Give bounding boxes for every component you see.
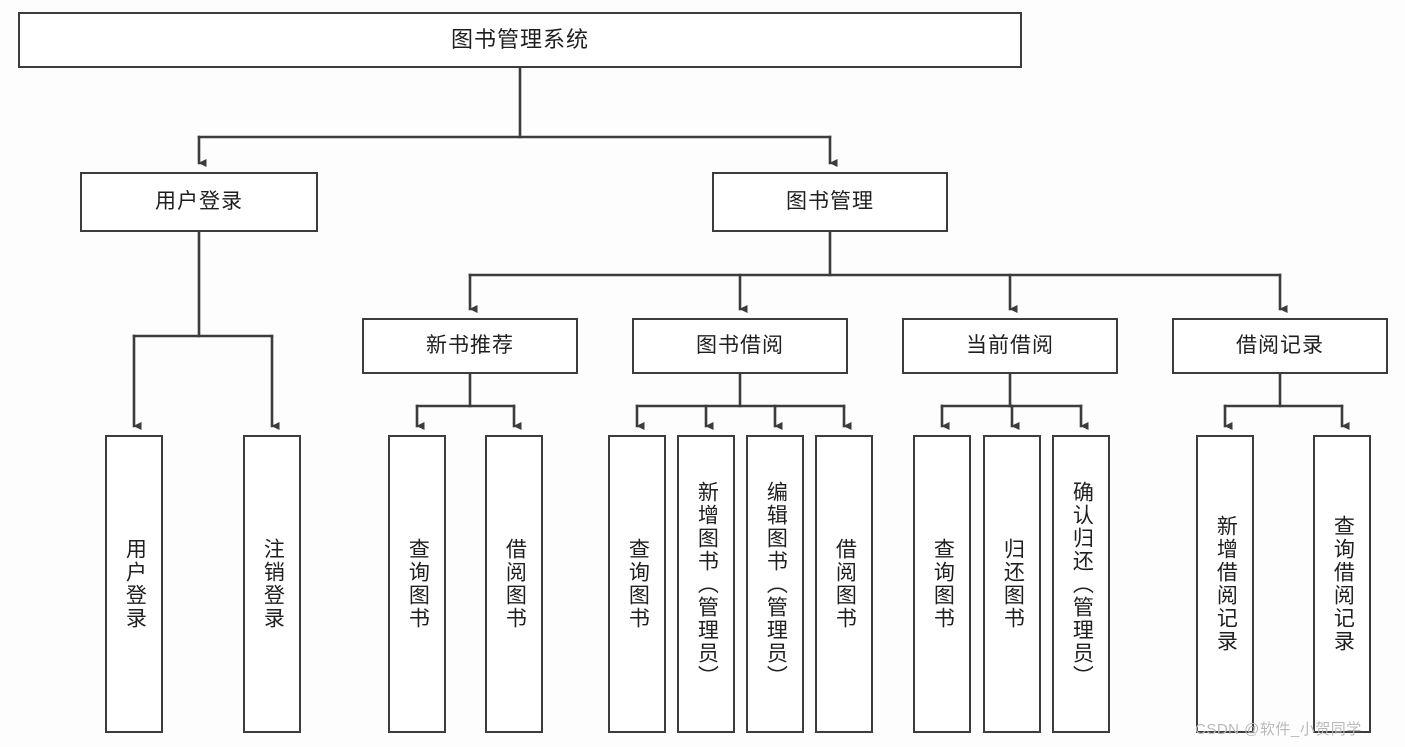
node-user-login[interactable]: 用户登录 <box>80 172 318 232</box>
leaf-user-login[interactable]: 用户登录 <box>105 435 163 733</box>
node-root[interactable]: 图书管理系统 <box>18 12 1022 68</box>
node-loan-record[interactable]: 借阅记录 <box>1172 318 1388 374</box>
node-new-book-recommend[interactable]: 新书推荐 <box>362 318 578 374</box>
node-book-borrow[interactable]: 图书借阅 <box>632 318 848 374</box>
leaf-edit-book-admin[interactable]: 编辑图书（管理员） <box>746 435 804 733</box>
leaf-confirm-return-admin[interactable]: 确认归还（管理员） <box>1052 435 1110 733</box>
leaf-query-book-current[interactable]: 查询图书 <box>913 435 971 733</box>
leaf-borrow-book[interactable]: 借阅图书 <box>815 435 873 733</box>
watermark: CSDN @软件_小贺同学 <box>1195 721 1362 738</box>
leaf-logout-login[interactable]: 注销登录 <box>243 435 301 733</box>
leaf-add-loan-record[interactable]: 新增借阅记录 <box>1196 435 1254 733</box>
leaf-borrow-book-recommend[interactable]: 借阅图书 <box>485 435 543 733</box>
leaf-add-book-admin[interactable]: 新增图书（管理员） <box>677 435 735 733</box>
node-current-loan[interactable]: 当前借阅 <box>902 318 1118 374</box>
node-book-borrow-label: 图书借阅 <box>696 334 784 358</box>
leaf-query-book-borrow[interactable]: 查询图书 <box>608 435 666 733</box>
leaf-return-book[interactable]: 归还图书 <box>983 435 1041 733</box>
node-loan-record-label: 借阅记录 <box>1236 334 1324 358</box>
node-user-login-label: 用户登录 <box>155 190 243 214</box>
leaf-query-loan-record[interactable]: 查询借阅记录 <box>1313 435 1371 733</box>
node-current-loan-label: 当前借阅 <box>966 334 1054 358</box>
leaf-query-book-recommend[interactable]: 查询图书 <box>388 435 446 733</box>
node-new-book-recommend-label: 新书推荐 <box>426 334 514 358</box>
node-book-manage-label: 图书管理 <box>786 190 874 214</box>
node-book-manage[interactable]: 图书管理 <box>712 172 948 232</box>
node-root-label: 图书管理系统 <box>450 26 589 52</box>
